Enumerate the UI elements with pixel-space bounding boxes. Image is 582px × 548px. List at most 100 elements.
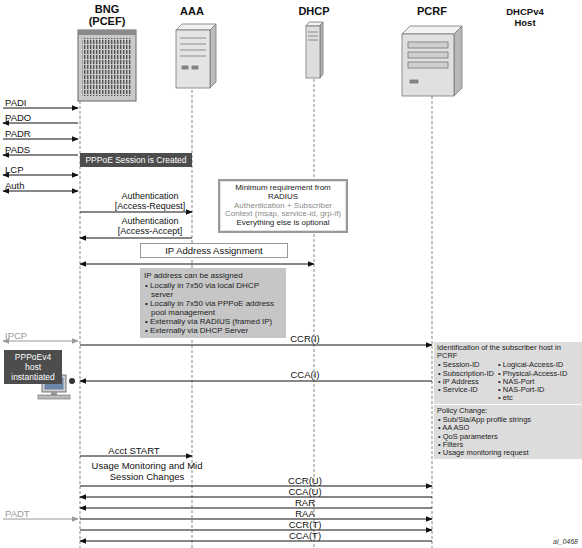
message-arrow: [80, 238, 192, 239]
box-item: • Subscription-ID: [437, 370, 497, 378]
aaa-lifeline-head: AAA: [162, 5, 222, 90]
box-item: • NAS-Port-ID: [497, 386, 579, 394]
message-label: PADT: [5, 508, 45, 519]
message-arrow: [80, 519, 432, 520]
figure-id: al_0468: [520, 536, 578, 547]
message-arrow: [80, 345, 432, 346]
host-computer-icon: [38, 395, 70, 399]
message-label: RAR: [270, 497, 340, 508]
box-text: PPPoE Session is Created: [83, 155, 189, 165]
box-text: Policy Change:: [437, 407, 579, 415]
pcrf-server-icon: [402, 34, 454, 96]
bng-lifeline-head: BNG (PCEF): [72, 3, 142, 101]
message-arrow: [80, 264, 314, 265]
dhcp-server-icon: [306, 22, 323, 78]
message-arrow: [80, 486, 432, 487]
box-item: • NAS-Port: [497, 378, 579, 386]
message-arrow: [80, 541, 432, 542]
lifeline: [432, 96, 433, 548]
message-label: CCR(T): [270, 519, 340, 530]
message-arrow: [80, 530, 432, 531]
message-label: CCA(I): [270, 369, 340, 380]
message-label: PADO: [5, 112, 45, 123]
pcrf-lifeline-head: PCRF: [398, 5, 466, 96]
note-box: IP address can be assigned• Locally in 7…: [140, 268, 286, 338]
state-box: PPPoEv4 host instantiated: [4, 350, 62, 384]
message-label: Acct START: [94, 445, 174, 456]
access-message-arrow: [3, 108, 78, 191]
message-label: PADS: [5, 144, 45, 155]
pcrf-server-icon: [408, 62, 448, 68]
lifeline: [80, 79, 432, 548]
note-box: Identification of the subscriber host in…: [434, 342, 582, 404]
aaa-server-icon: [210, 24, 216, 88]
box-item: • AA ASO: [437, 424, 579, 432]
message-label: CCA(U): [270, 486, 340, 497]
box-text: PCRF: [398, 5, 466, 17]
box-text: IP address can be assigned: [144, 271, 282, 280]
message-arrow: [80, 212, 192, 213]
message-label: PADI: [5, 97, 45, 108]
dhcp-server-icon: [308, 40, 318, 41]
bng-device-icon: [78, 30, 136, 101]
phase-box: IP Address Assignment: [140, 243, 288, 258]
host-computer-icon: [69, 378, 75, 384]
aaa-server-icon: [176, 24, 216, 30]
dhcp-server-icon: [320, 22, 323, 78]
pcrf-server-icon: [402, 26, 462, 96]
aaa-server-icon: [182, 66, 188, 69]
box-item: • Logical-Access-ID: [497, 361, 579, 369]
box-text: Minimum requirement from RADIUS: [224, 184, 342, 202]
aaa-server-icon: [180, 38, 206, 39]
dhcp-lifeline-head: DHCP: [294, 5, 334, 79]
box-text: DHCP: [294, 5, 334, 17]
dhcp-server-icon: [308, 36, 318, 37]
box-text: IP Address Assignment: [141, 244, 287, 257]
box-item: • Sub/Sla/App profile strings: [437, 416, 579, 424]
message-arrow: [80, 497, 432, 498]
box-item: • Session-ID: [437, 361, 497, 369]
note-box: Policy Change:• Sub/Sla/App profile stri…: [434, 405, 582, 459]
message-arrow: [80, 381, 432, 382]
grey-message-arrow: [3, 341, 78, 519]
bng-device-icon: [78, 30, 136, 101]
box-text: Identification of the subscriber host in…: [437, 344, 579, 360]
dhcp-server-icon: [306, 22, 323, 26]
message-label: IPCP: [5, 330, 45, 341]
box-item: • etc: [497, 394, 579, 402]
message-label: CCR(I): [270, 333, 340, 344]
box-item: • Externally via RADIUS (framed IP): [144, 317, 282, 326]
message-arrow: [80, 508, 432, 509]
box-item: Everything else is optional: [224, 219, 342, 228]
message-label: Authentication [Access-Accept]: [104, 216, 196, 236]
pcrf-server-icon: [402, 26, 462, 34]
box-item: • Physical-Access-ID: [497, 370, 579, 378]
aaa-server-icon: [176, 30, 210, 88]
host-computer-icon: [51, 392, 57, 395]
box-item: • Externally via DHCP Server: [144, 326, 282, 335]
box-item: • Usage monitoring request: [437, 449, 579, 457]
lifeline: [80, 101, 81, 548]
box-item: Authentication + Subscriber Context (msa…: [224, 202, 342, 220]
box-item: • IP Address: [437, 378, 497, 386]
message-label: Authentication [Access-Request]: [104, 191, 196, 211]
message-label: PADR: [5, 128, 45, 139]
message-label: LCP: [5, 164, 45, 175]
box-item: • Filters: [437, 441, 579, 449]
message-label: Auth: [5, 180, 45, 191]
aaa-server-icon: [180, 44, 206, 45]
requirement-box: Minimum requirement from RADIUSAuthentic…: [218, 179, 348, 233]
aaa-server-icon: [176, 24, 216, 88]
box-text: BNG (PCEF): [85, 3, 129, 27]
dhcp-server-icon: [306, 26, 320, 78]
bng-device-icon: [78, 30, 136, 35]
pcrf-server-icon: [410, 80, 418, 83]
pcrf-server-icon: [454, 26, 462, 96]
box-text: PPPoEv4 host instantiated: [7, 352, 59, 382]
box-text: AAA: [162, 5, 222, 17]
aaa-server-icon: [180, 50, 206, 51]
box-item: • Service-ID: [437, 386, 497, 394]
